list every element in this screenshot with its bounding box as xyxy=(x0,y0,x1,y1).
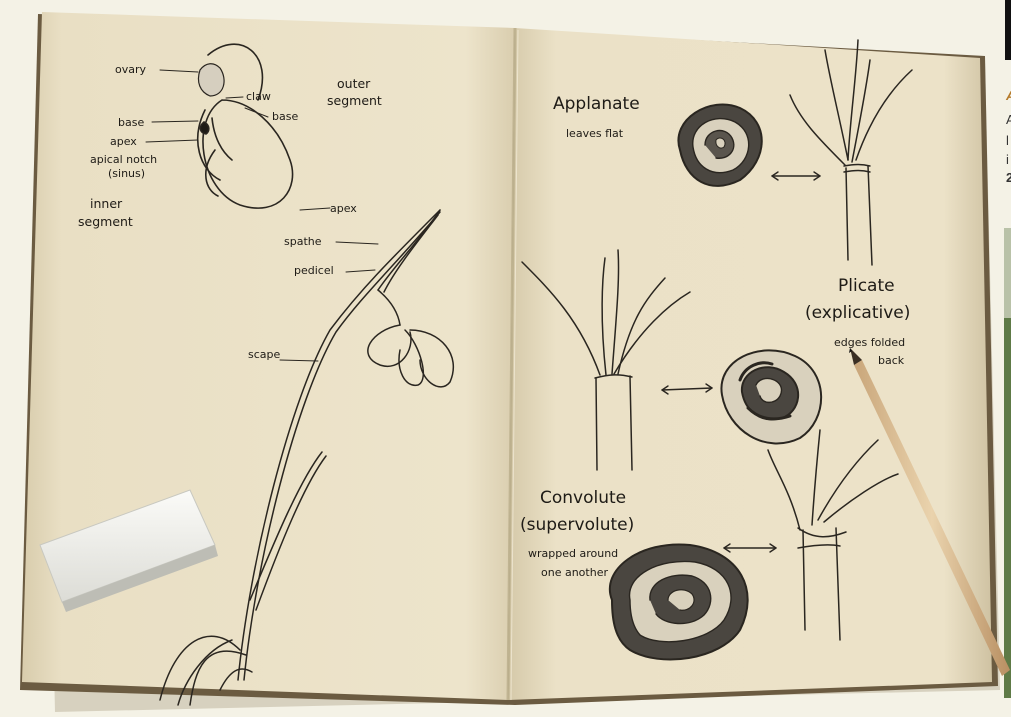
label-apical-notch: apical notch xyxy=(90,153,157,166)
label-claw: claw xyxy=(246,90,271,103)
label-base-1: base xyxy=(118,116,144,129)
label-scape: scape xyxy=(248,348,281,361)
label-sinus: (sinus) xyxy=(108,167,145,180)
label-apex-1: apex xyxy=(110,135,137,148)
label-segment-outer: segment xyxy=(327,93,382,108)
label-segment-inner: segment xyxy=(78,214,133,229)
side-panel-line-1: A xyxy=(1006,112,1011,127)
label-base-2: base xyxy=(272,110,298,123)
label-outer: outer xyxy=(337,76,371,91)
side-panel-line-4: 2 xyxy=(1006,170,1011,185)
label-ovary: ovary xyxy=(115,63,147,76)
label-pedicel: pedicel xyxy=(294,264,334,277)
plicate-title: Plicate xyxy=(838,276,895,296)
convolute-title: Convolute xyxy=(540,488,626,508)
convolute-subtitle: (supervolute) xyxy=(520,515,634,535)
plicate-description-2: back xyxy=(878,354,905,367)
applanate-description: leaves flat xyxy=(566,127,624,140)
label-spathe: spathe xyxy=(284,235,322,248)
convolute-description-1: wrapped around xyxy=(528,547,618,560)
plicate-subtitle: (explicative) xyxy=(805,303,910,323)
side-panel-heading: A xyxy=(1006,88,1011,103)
side-panel-line-2: l xyxy=(1006,133,1009,148)
label-apex-2: apex xyxy=(330,202,357,215)
side-panel-line-3: i xyxy=(1006,152,1009,167)
plicate-description-1: edges folded xyxy=(834,336,905,349)
label-inner: inner xyxy=(90,196,123,211)
convolute-description-2: one another xyxy=(541,566,608,579)
convolute-cross-section xyxy=(610,544,748,659)
applanate-title: Applanate xyxy=(553,94,640,114)
